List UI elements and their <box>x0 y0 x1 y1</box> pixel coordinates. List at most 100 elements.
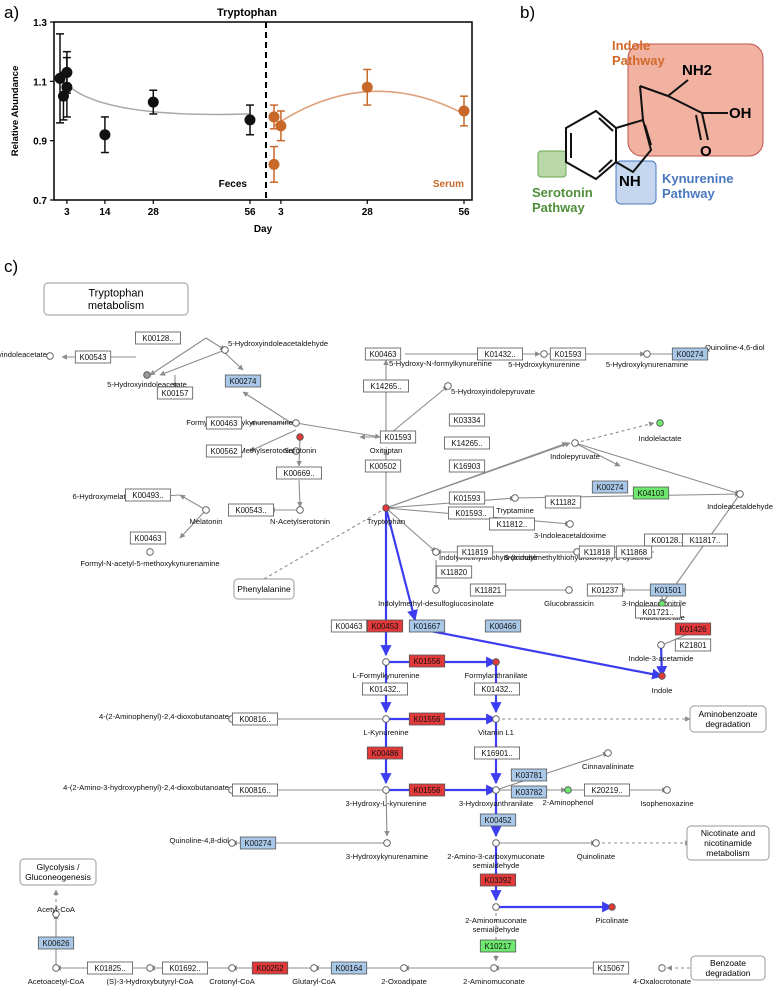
compound-node[interactable]: 5-Hydroxykynurenine <box>508 350 580 369</box>
enzyme-box[interactable]: K11819 <box>456 545 494 559</box>
enzyme-box[interactable]: K01593 <box>549 347 587 361</box>
enzyme-box[interactable]: K00816.. <box>231 712 278 726</box>
pathway-map-link[interactable]: Phenylalanine <box>233 578 295 600</box>
compound-node[interactable]: Acetyl-CoA <box>37 905 76 918</box>
enzyme-box[interactable]: K00164 <box>330 961 368 975</box>
enzyme-box[interactable]: K03781 <box>510 768 548 782</box>
enzyme-box[interactable]: K00543.. <box>227 503 274 517</box>
enzyme-box[interactable]: K01556 <box>408 654 446 668</box>
enzyme-box[interactable]: K21801 <box>674 638 712 652</box>
compound-node[interactable]: Indole <box>652 672 673 695</box>
enzyme-box[interactable]: K11817.. <box>682 533 729 547</box>
enzyme-box[interactable]: K00816.. <box>231 783 278 797</box>
enzyme-box[interactable]: K11818 <box>578 545 616 559</box>
compound-node[interactable]: N-Methylserotonin <box>231 446 300 455</box>
compound-node[interactable]: (S)-3-Hydroxybutyryl-CoA <box>107 964 195 986</box>
enzyme-box[interactable]: K00453 <box>366 619 404 633</box>
enzyme-box[interactable]: K00128.. <box>644 533 691 547</box>
compound-node[interactable]: 5-Hydroxykynurenamine <box>606 350 688 369</box>
compound-node[interactable]: Tryptamine <box>496 494 534 515</box>
compound-node[interactable]: Formyl-5-hydroxykynurenamine <box>186 418 300 427</box>
enzyme-box[interactable]: K00463 <box>364 347 402 361</box>
enzyme-box[interactable]: K01556 <box>408 712 446 726</box>
enzyme-box[interactable]: K00669.. <box>275 466 322 480</box>
enzyme-box[interactable]: K11868 <box>615 545 653 559</box>
enzyme-box[interactable]: K00493.. <box>125 488 172 502</box>
compound-node[interactable]: Vitamin L1 <box>478 715 514 737</box>
compound-node[interactable]: 2-Aminophenol <box>542 786 594 807</box>
enzyme-box[interactable]: K03392 <box>479 873 517 887</box>
compound-node[interactable]: 5-Hydroxyindolepyruvate <box>444 382 535 396</box>
compound-node[interactable]: L-Kynurenine <box>363 715 409 737</box>
compound-node[interactable]: Indole-3-acetamide <box>628 641 694 663</box>
compound-node[interactable]: 3-Indoleacetaldoxime <box>534 520 606 540</box>
compound-node[interactable]: Quinoline-4,6-diol <box>698 343 765 358</box>
compound-node[interactable]: Indolylmethyl-desulfoglucosinolate <box>378 586 494 608</box>
enzyme-box[interactable]: K01556 <box>408 783 446 797</box>
enzyme-box[interactable]: K01825.. <box>87 961 134 975</box>
compound-node[interactable]: Cinnavalininate <box>582 749 634 771</box>
enzyme-box[interactable]: K11820 <box>435 565 473 579</box>
enzyme-box[interactable]: K03334 <box>448 413 486 427</box>
compound-node[interactable]: 4-Oxalocrotonate <box>633 964 691 986</box>
compound-node[interactable]: 4-(2-Aminophenyl)-2,4-dioxobutanoate <box>99 712 236 723</box>
enzyme-box[interactable]: K01593 <box>448 491 486 505</box>
compound-node[interactable]: Tryptophan <box>367 504 405 526</box>
compound-node[interactable]: Glutaryl-CoA <box>292 964 337 986</box>
enzyme-box[interactable]: K14265.. <box>443 436 490 450</box>
compound-node[interactable]: Indolepyruvate <box>550 439 600 461</box>
compound-node[interactable]: Formyl-N-acetyl-5-methoxykynurenamine <box>80 548 220 568</box>
compound-node[interactable]: Glucobrassicin <box>544 586 594 608</box>
enzyme-box[interactable]: K16901.. <box>473 746 520 760</box>
enzyme-box[interactable]: K00128.. <box>134 331 181 345</box>
enzyme-box[interactable]: K15067 <box>592 961 630 975</box>
compound-node[interactable]: Quinoline-4,8-diol <box>169 836 236 847</box>
enzyme-box[interactable]: K00274 <box>591 480 629 494</box>
enzyme-box[interactable]: K00626 <box>37 936 75 950</box>
enzyme-box[interactable]: K20219.. <box>584 783 631 797</box>
compound-node[interactable]: Indoleacetaldehyde <box>707 490 773 511</box>
enzyme-box[interactable]: K00157 <box>156 386 194 400</box>
compound-node[interactable]: Serotonin <box>284 433 317 455</box>
enzyme-box[interactable]: K11821 <box>469 583 507 597</box>
enzyme-box[interactable]: K00452 <box>479 813 517 827</box>
enzyme-box[interactable]: K01593.. <box>447 506 494 520</box>
compound-node[interactable]: 2-Aminomuconate <box>463 964 525 986</box>
enzyme-box[interactable]: K11182 <box>544 495 582 509</box>
enzyme-box[interactable]: K01432.. <box>361 682 408 696</box>
enzyme-box[interactable]: K03782 <box>510 785 548 799</box>
enzyme-box[interactable]: K01432.. <box>473 682 520 696</box>
compound-node[interactable]: Formylanthranilate <box>465 658 528 680</box>
enzyme-box[interactable]: K01692.. <box>161 961 208 975</box>
enzyme-box[interactable]: K16903 <box>448 459 486 473</box>
enzyme-box[interactable]: K00486 <box>366 746 404 760</box>
enzyme-box[interactable]: K00466 <box>484 619 522 633</box>
compound-node[interactable]: Indolelactate <box>638 419 682 443</box>
enzyme-box[interactable]: K00463 <box>205 416 243 430</box>
compound-node[interactable]: Crotonyl-CoA <box>209 964 256 986</box>
compound-node[interactable]: L-Formylkynurenine <box>352 658 420 680</box>
enzyme-box[interactable]: K01237 <box>586 583 624 597</box>
compound-node[interactable]: Isophenoxazine <box>640 786 694 808</box>
enzyme-box[interactable]: K00502 <box>364 459 402 473</box>
compound-node[interactable]: Picolinate <box>596 903 629 925</box>
enzyme-box[interactable]: K00252 <box>251 961 289 975</box>
enzyme-box[interactable]: K00274 <box>224 374 262 388</box>
enzyme-box[interactable]: K04103 <box>632 486 670 500</box>
enzyme-box[interactable]: K01426 <box>674 622 712 636</box>
compound-node[interactable]: Acetoacetyl-CoA <box>28 964 85 986</box>
enzyme-box[interactable]: K00274 <box>671 347 709 361</box>
compound-node[interactable]: 3-Hydroxykynurenamine <box>346 839 428 861</box>
compound-node[interactable]: Quinolinate <box>577 839 615 861</box>
compound-node[interactable]: 4-(2-Amino-3-hydroxyphenyl)-2,4-dioxobut… <box>63 783 236 794</box>
pathway-map-link[interactable]: Glycolysis /Gluconeogenesis <box>19 858 97 886</box>
enzyme-box[interactable]: K01501 <box>649 583 687 597</box>
enzyme-box[interactable]: K01721.. <box>635 605 682 619</box>
compound-node[interactable]: 3-Hydroxy-L-kynurenine <box>345 786 427 808</box>
